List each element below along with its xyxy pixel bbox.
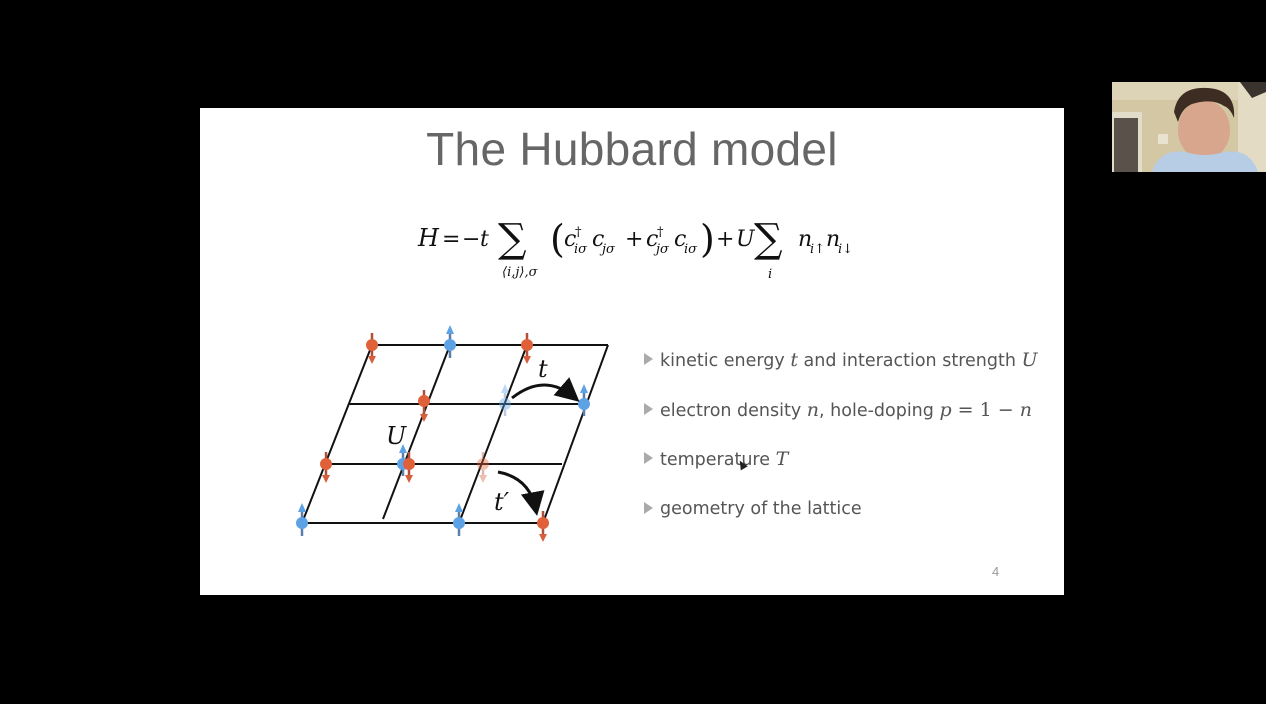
spin-down-electron (521, 333, 533, 364)
math-p: p (939, 398, 952, 421)
bullet-text: geometry of the lattice (660, 498, 862, 519)
eq-c4-sub: iσ (684, 242, 698, 257)
eq-plus: + (625, 227, 643, 252)
hopping-t-prime-arrow (497, 470, 545, 516)
math-T: T (775, 448, 789, 470)
eq-c2-sub: jσ (599, 242, 616, 257)
bullet-electron-density: electron density n, hole-doping p = 1 − … (640, 398, 1060, 448)
eq-c1-sub: iσ (574, 242, 588, 257)
eq-plus2: + (716, 227, 734, 252)
bullet-temperature: temperature T (640, 447, 1060, 497)
eq-sum1: ∑ (498, 216, 527, 262)
label-U: U (386, 422, 407, 450)
eq-minus: − (462, 227, 480, 252)
eq-c1-dagger: † (575, 225, 582, 240)
math-equals-one-minus: = 1 − (951, 398, 1020, 421)
bullet-triangle-icon (644, 402, 653, 415)
math-n: n (806, 398, 820, 421)
eq-sum2: ∑ (754, 216, 783, 262)
eq-c4: c (674, 227, 686, 252)
label-t: t (538, 355, 548, 383)
eq-c2: c (592, 227, 604, 252)
eq-lhs: H (417, 224, 440, 252)
parameter-list: kinetic energy t and interaction strengt… (640, 348, 1060, 546)
spin-up-electron (296, 503, 308, 536)
math-n: n (1019, 398, 1032, 421)
hubbard-hamiltonian-equation: H = − t ∑ ⟨i,j⟩,σ ( c † iσ c jσ + c † jσ… (417, 202, 858, 292)
bullet-kinetic-energy: kinetic energy t and interaction strengt… (640, 348, 1060, 398)
eq-lparen: ( (550, 217, 565, 261)
eq-equals: = (442, 227, 460, 252)
eq-sum2-lower: i (768, 267, 772, 282)
presenter-webcam-thumbnail[interactable] (1112, 82, 1266, 172)
spin-down-electron (418, 390, 430, 422)
eq-U: U (736, 227, 756, 252)
bullet-text: electron density (660, 400, 807, 421)
lattice-grid (301, 344, 609, 524)
spin-down-electron (366, 333, 378, 364)
label-t-prime: t′ (494, 488, 510, 516)
eq-n2-sub: i↓ (838, 242, 853, 257)
faded-spin-down-electron (477, 452, 489, 483)
spin-down-electron (320, 452, 332, 483)
eq-n1-sub: i↑ (810, 242, 825, 257)
faded-spin-up-electron (499, 384, 511, 416)
spin-up-electron (578, 384, 590, 416)
eq-n2: n (826, 227, 840, 252)
eq-rparen: ) (700, 217, 715, 261)
bullet-lattice-geometry: geometry of the lattice (640, 497, 1060, 547)
webcam-video-frame (1112, 82, 1266, 172)
eq-c3-sub: jσ (653, 242, 670, 257)
slide-title: The Hubbard model (426, 123, 838, 175)
doubly-occupied-site (397, 444, 415, 483)
eq-n1: n (798, 227, 812, 252)
bullet-text: and interaction strength (797, 351, 1022, 371)
spin-up-electron (453, 503, 465, 536)
bullet-text: temperature (660, 450, 776, 470)
spin-up-sites (296, 325, 590, 536)
math-t: t (790, 349, 798, 371)
bullet-triangle-icon (644, 353, 653, 365)
eq-sum1-lower: ⟨i,j⟩,σ (502, 265, 539, 280)
bullet-triangle-icon (644, 501, 653, 514)
hopping-t-arrow (511, 377, 580, 402)
eq-t: t (480, 227, 489, 252)
bullet-text: kinetic energy (660, 351, 791, 371)
eq-c3: c (646, 227, 658, 252)
spin-up-electron (444, 325, 456, 358)
math-U: U (1021, 349, 1038, 371)
bullet-triangle-icon (644, 452, 653, 464)
eq-c1: c (564, 227, 576, 252)
hubbard-lattice-diagram: t t′ U (290, 318, 620, 558)
slide-page-number: 4 (992, 564, 1000, 579)
eq-c3-dagger: † (657, 225, 664, 240)
presentation-slide: The Hubbard model H = − t ∑ ⟨i,j⟩,σ ( c … (200, 108, 1064, 595)
spin-down-sites (320, 333, 549, 542)
bullet-text: , hole-doping (819, 400, 940, 421)
spin-down-electron (537, 511, 549, 542)
